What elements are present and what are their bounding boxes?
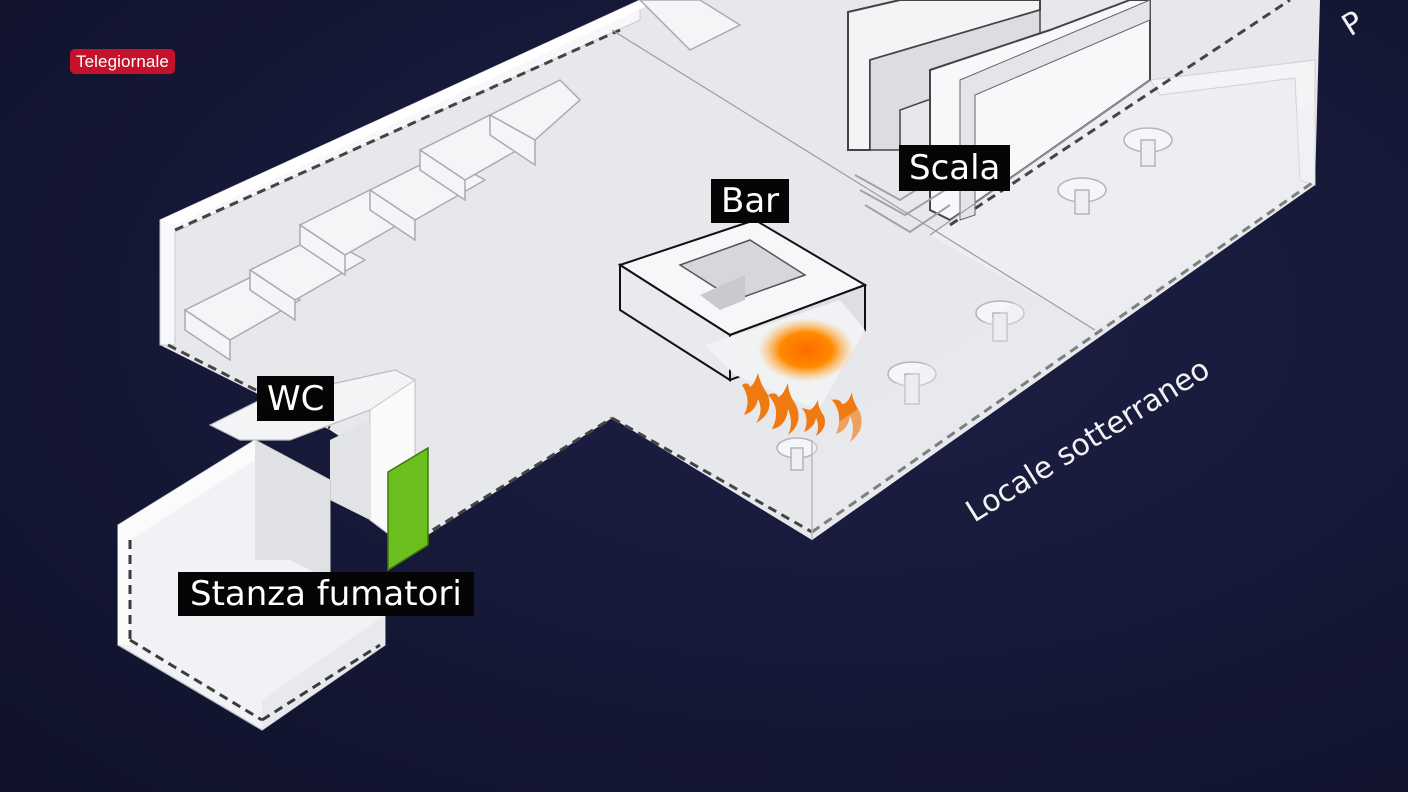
back-wall (159, 0, 641, 346)
right-wall (1149, 59, 1316, 186)
exit-door (387, 446, 429, 572)
fire-area (705, 300, 865, 442)
fire-origin-glow (758, 318, 854, 382)
zone-dividers (611, 29, 1151, 331)
front-wall (812, 100, 1315, 540)
back-wall-top (160, 0, 660, 225)
label-bar: Bar (711, 179, 790, 223)
label-wc: WC (257, 376, 335, 421)
label-scala: Scala (899, 145, 1011, 191)
channel-badge: Telegiornale (70, 49, 175, 74)
booth-seating (183, 0, 742, 362)
round-tables (776, 127, 1173, 471)
label-stanza-fumatori: Stanza fumatori (178, 572, 474, 616)
fire-icon (742, 373, 862, 442)
